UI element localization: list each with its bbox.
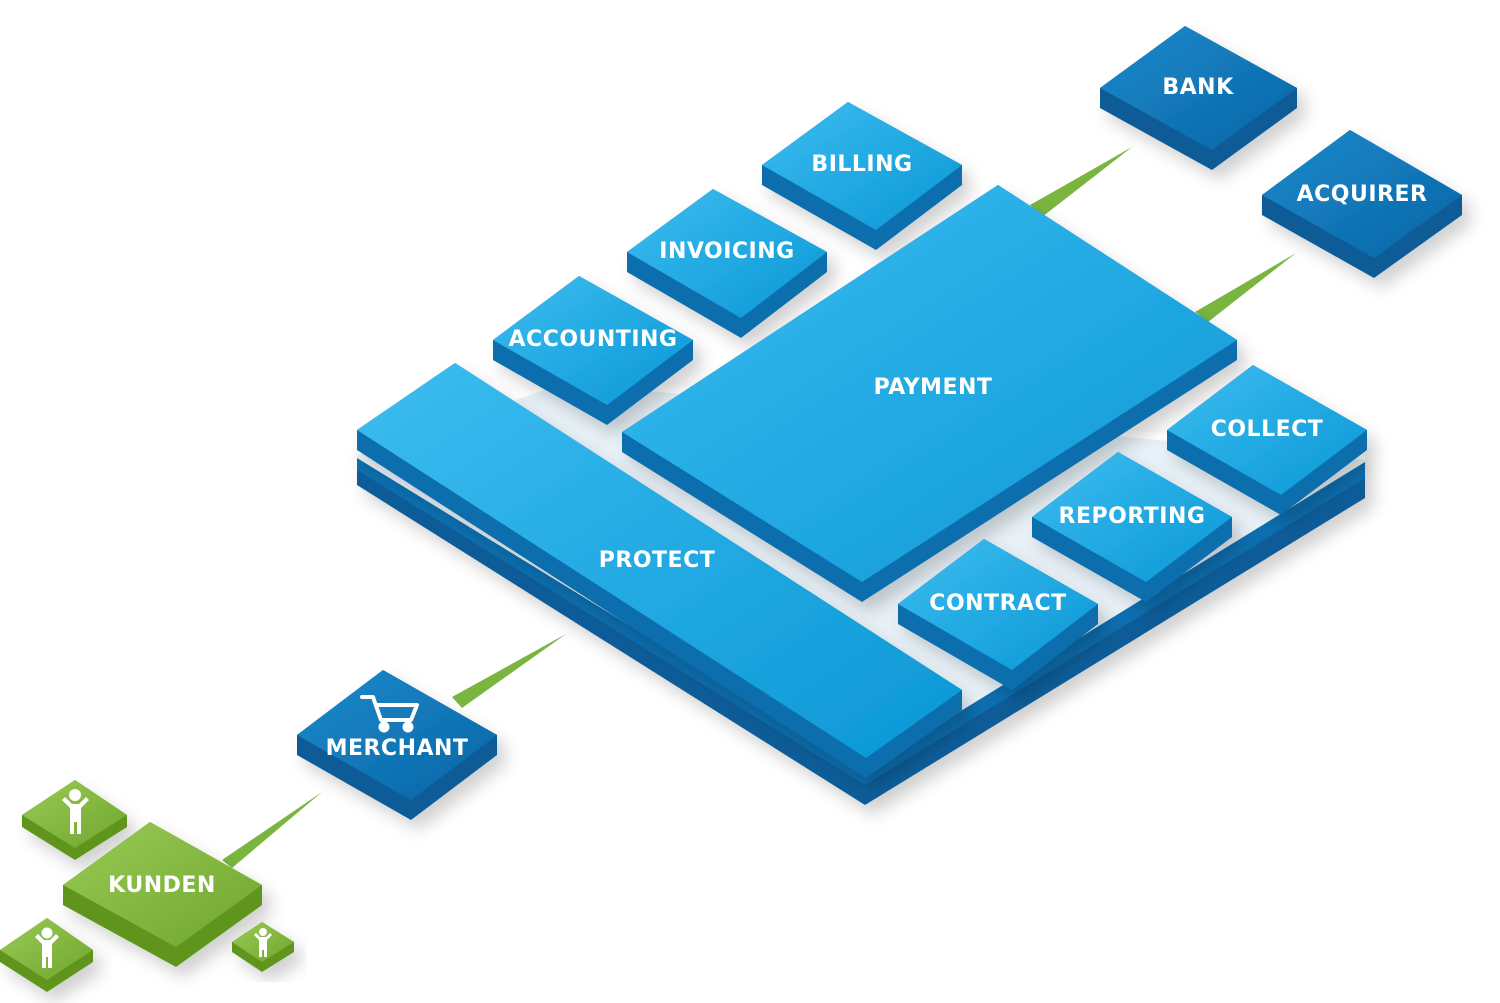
block-acquirer[interactable]: ACQUIRER: [1262, 130, 1462, 278]
block-protect[interactable]: PROTECT: [357, 363, 962, 778]
block-kunden-label: KUNDEN: [108, 873, 216, 898]
connector-kunden-merchant: [222, 792, 322, 868]
block-accounting-label: ACCOUNTING: [509, 327, 678, 352]
block-billing[interactable]: BILLING: [762, 102, 962, 250]
block-acquirer-label: ACQUIRER: [1297, 182, 1428, 207]
block-invoicing[interactable]: INVOICING: [627, 189, 827, 338]
block-billing-label: BILLING: [811, 152, 912, 177]
block-contract[interactable]: CONTRACT: [898, 539, 1098, 690]
person-icon: [254, 928, 272, 957]
block-payment[interactable]: PAYMENT: [622, 185, 1237, 602]
block-contract-label: CONTRACT: [929, 591, 1066, 616]
shopping-cart-icon: [360, 695, 419, 733]
block-protect-label: PROTECT: [599, 548, 715, 573]
customer-tile-top: [22, 780, 127, 860]
block-kunden[interactable]: KUNDEN: [63, 822, 262, 967]
connector-platform-acquirer: [1195, 253, 1296, 322]
block-collect[interactable]: COLLECT: [1167, 365, 1367, 515]
block-reporting[interactable]: REPORTING: [1032, 452, 1232, 602]
block-reporting-label: REPORTING: [1059, 504, 1206, 529]
block-merchant-label: MERCHANT: [326, 736, 469, 761]
block-merchant[interactable]: MERCHANT: [297, 670, 497, 820]
block-collect-label: COLLECT: [1211, 417, 1324, 442]
connector-merchant-platform: [452, 634, 566, 708]
block-accounting[interactable]: ACCOUNTING: [493, 276, 693, 425]
block-bank[interactable]: BANK: [1100, 26, 1297, 170]
person-icon: [35, 927, 59, 968]
person-icon: [62, 789, 89, 834]
block-bank-label: BANK: [1162, 75, 1234, 100]
customer-tile-bottom-left: [0, 918, 93, 992]
block-invoicing-label: INVOICING: [659, 239, 794, 264]
block-payment-label: PAYMENT: [874, 375, 993, 400]
connectors: [222, 147, 1296, 868]
customer-tile-bottom-right: [232, 922, 294, 972]
connector-platform-bank: [1030, 147, 1132, 217]
